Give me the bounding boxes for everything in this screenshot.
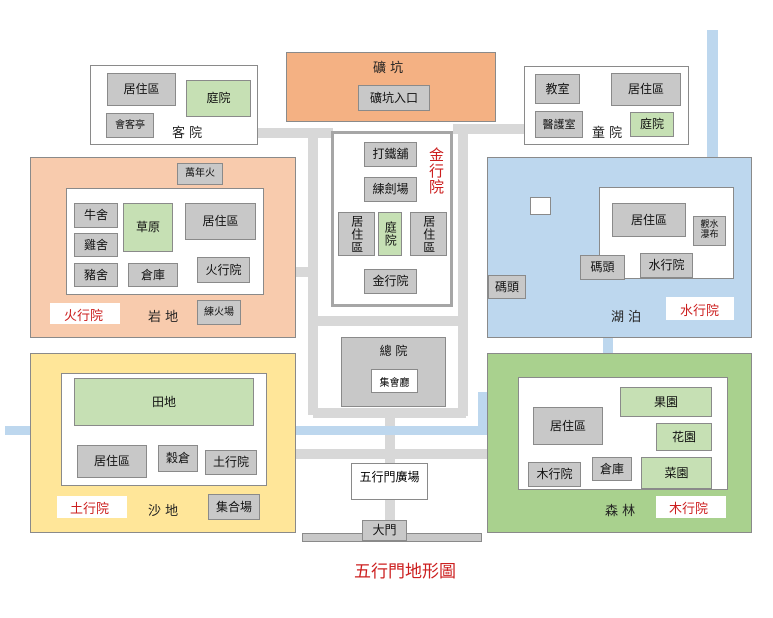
water-hall-tag (666, 297, 734, 320)
guest-courtyard[interactable]: 庭院 (186, 80, 251, 117)
fire-hall-label: 火行院 (64, 309, 104, 324)
fire-hall-tag (50, 303, 120, 324)
earth-school[interactable]: 土行院 (205, 450, 257, 475)
vegetable-garden[interactable]: 菜園 (641, 457, 712, 489)
waterfall-view[interactable]: 觀水瀑布 (693, 216, 726, 246)
metal-residence-right[interactable]: 居住區 (410, 212, 447, 256)
orchard[interactable]: 果園 (620, 387, 712, 417)
metal-residence-left-text: 居住區 (349, 214, 364, 254)
flower-garden[interactable]: 花園 (656, 423, 712, 451)
river-north (707, 30, 718, 160)
water-terrain-label: 湖 泊 (611, 310, 642, 325)
earth-hall-tag (57, 496, 127, 518)
sword-practice-yard[interactable]: 練劍場 (364, 177, 417, 202)
wood-terrain-label: 森 林 (605, 504, 636, 519)
main-gate[interactable]: 大門 (362, 520, 407, 541)
waterfall-view-text: 觀水瀑布 (700, 220, 719, 240)
water-islet (530, 197, 551, 215)
eternal-fire[interactable]: 萬年火 (177, 163, 223, 185)
wood-storehouse[interactable]: 倉庫 (592, 457, 632, 481)
fire-school[interactable]: 火行院 (197, 257, 250, 283)
guest-court-label: 客 院 (172, 126, 203, 141)
chicken-coop[interactable]: 雞舍 (74, 233, 118, 257)
map-title: 五行門地形圖 (354, 562, 456, 582)
path-gate-link (385, 500, 395, 522)
path-east-vertical (458, 126, 468, 416)
assembly-hall-text: 集會廳 (379, 377, 410, 389)
children-court-label: 童 院 (592, 126, 623, 141)
grassland[interactable]: 草原 (123, 203, 173, 252)
water-residence[interactable]: 居住區 (612, 203, 686, 237)
children-courtyard[interactable]: 庭院 (630, 112, 674, 137)
guest-pavilion[interactable]: 會客亭 (106, 113, 154, 138)
plaza[interactable]: 五行門廣場 (351, 463, 428, 500)
main-hall-text: 總 院 (379, 344, 408, 358)
path-guest-link (258, 128, 333, 138)
pigsty[interactable]: 豬舍 (74, 263, 118, 287)
river-central-link (478, 392, 488, 432)
metal-hall-label: 金行院 (427, 147, 445, 195)
classroom[interactable]: 教室 (535, 74, 580, 104)
clinic[interactable]: 醫護室 (535, 111, 583, 138)
guest-residence[interactable]: 居住區 (107, 73, 176, 106)
lake-pier[interactable]: 碼頭 (488, 275, 526, 299)
metal-residence-left[interactable]: 居住區 (338, 212, 375, 256)
cowshed[interactable]: 牛舍 (74, 203, 118, 228)
children-residence[interactable]: 居住區 (611, 73, 681, 106)
fire-residence[interactable]: 居住區 (185, 203, 256, 240)
path-south-link (270, 449, 520, 459)
gathering-ground[interactable]: 集合場 (208, 494, 260, 520)
path-center-cross (313, 316, 466, 326)
smithy[interactable]: 打鐵舖 (364, 142, 417, 167)
fire-training-ground[interactable]: 練火場 (197, 300, 241, 325)
farmland[interactable]: 田地 (74, 378, 254, 426)
mine-label: 礦 坑 (373, 61, 404, 76)
metal-courtyard[interactable]: 庭院 (378, 212, 402, 256)
path-children-link (453, 124, 528, 134)
earth-terrain-label: 沙 地 (148, 504, 179, 519)
earth-hall-label: 土行院 (70, 502, 110, 517)
mine-entrance[interactable]: 礦坑入口 (358, 85, 430, 111)
wood-hall-tag (656, 496, 726, 518)
fire-terrain-label: 岩 地 (148, 310, 179, 325)
metal-courtyard-text: 庭院 (383, 221, 398, 247)
wood-hall-label: 木行院 (669, 502, 709, 517)
path-west-vertical (308, 130, 318, 415)
inner-pier[interactable]: 碼頭 (580, 255, 625, 280)
wood-residence[interactable]: 居住區 (533, 407, 603, 445)
metal-residence-right-text: 居住區 (421, 214, 436, 254)
assembly-hall[interactable]: 集會廳 (371, 369, 418, 393)
metal-school[interactable]: 金行院 (364, 269, 417, 294)
water-hall-label: 水行院 (680, 304, 720, 319)
earth-residence[interactable]: 居住區 (77, 445, 147, 478)
wood-school[interactable]: 木行院 (528, 462, 581, 487)
plaza-text: 五行門廣場 (359, 470, 420, 484)
granary[interactable]: 穀倉 (158, 445, 198, 472)
path-central-axis (385, 408, 395, 463)
water-school[interactable]: 水行院 (640, 253, 693, 278)
fire-storehouse[interactable]: 倉庫 (128, 263, 178, 287)
